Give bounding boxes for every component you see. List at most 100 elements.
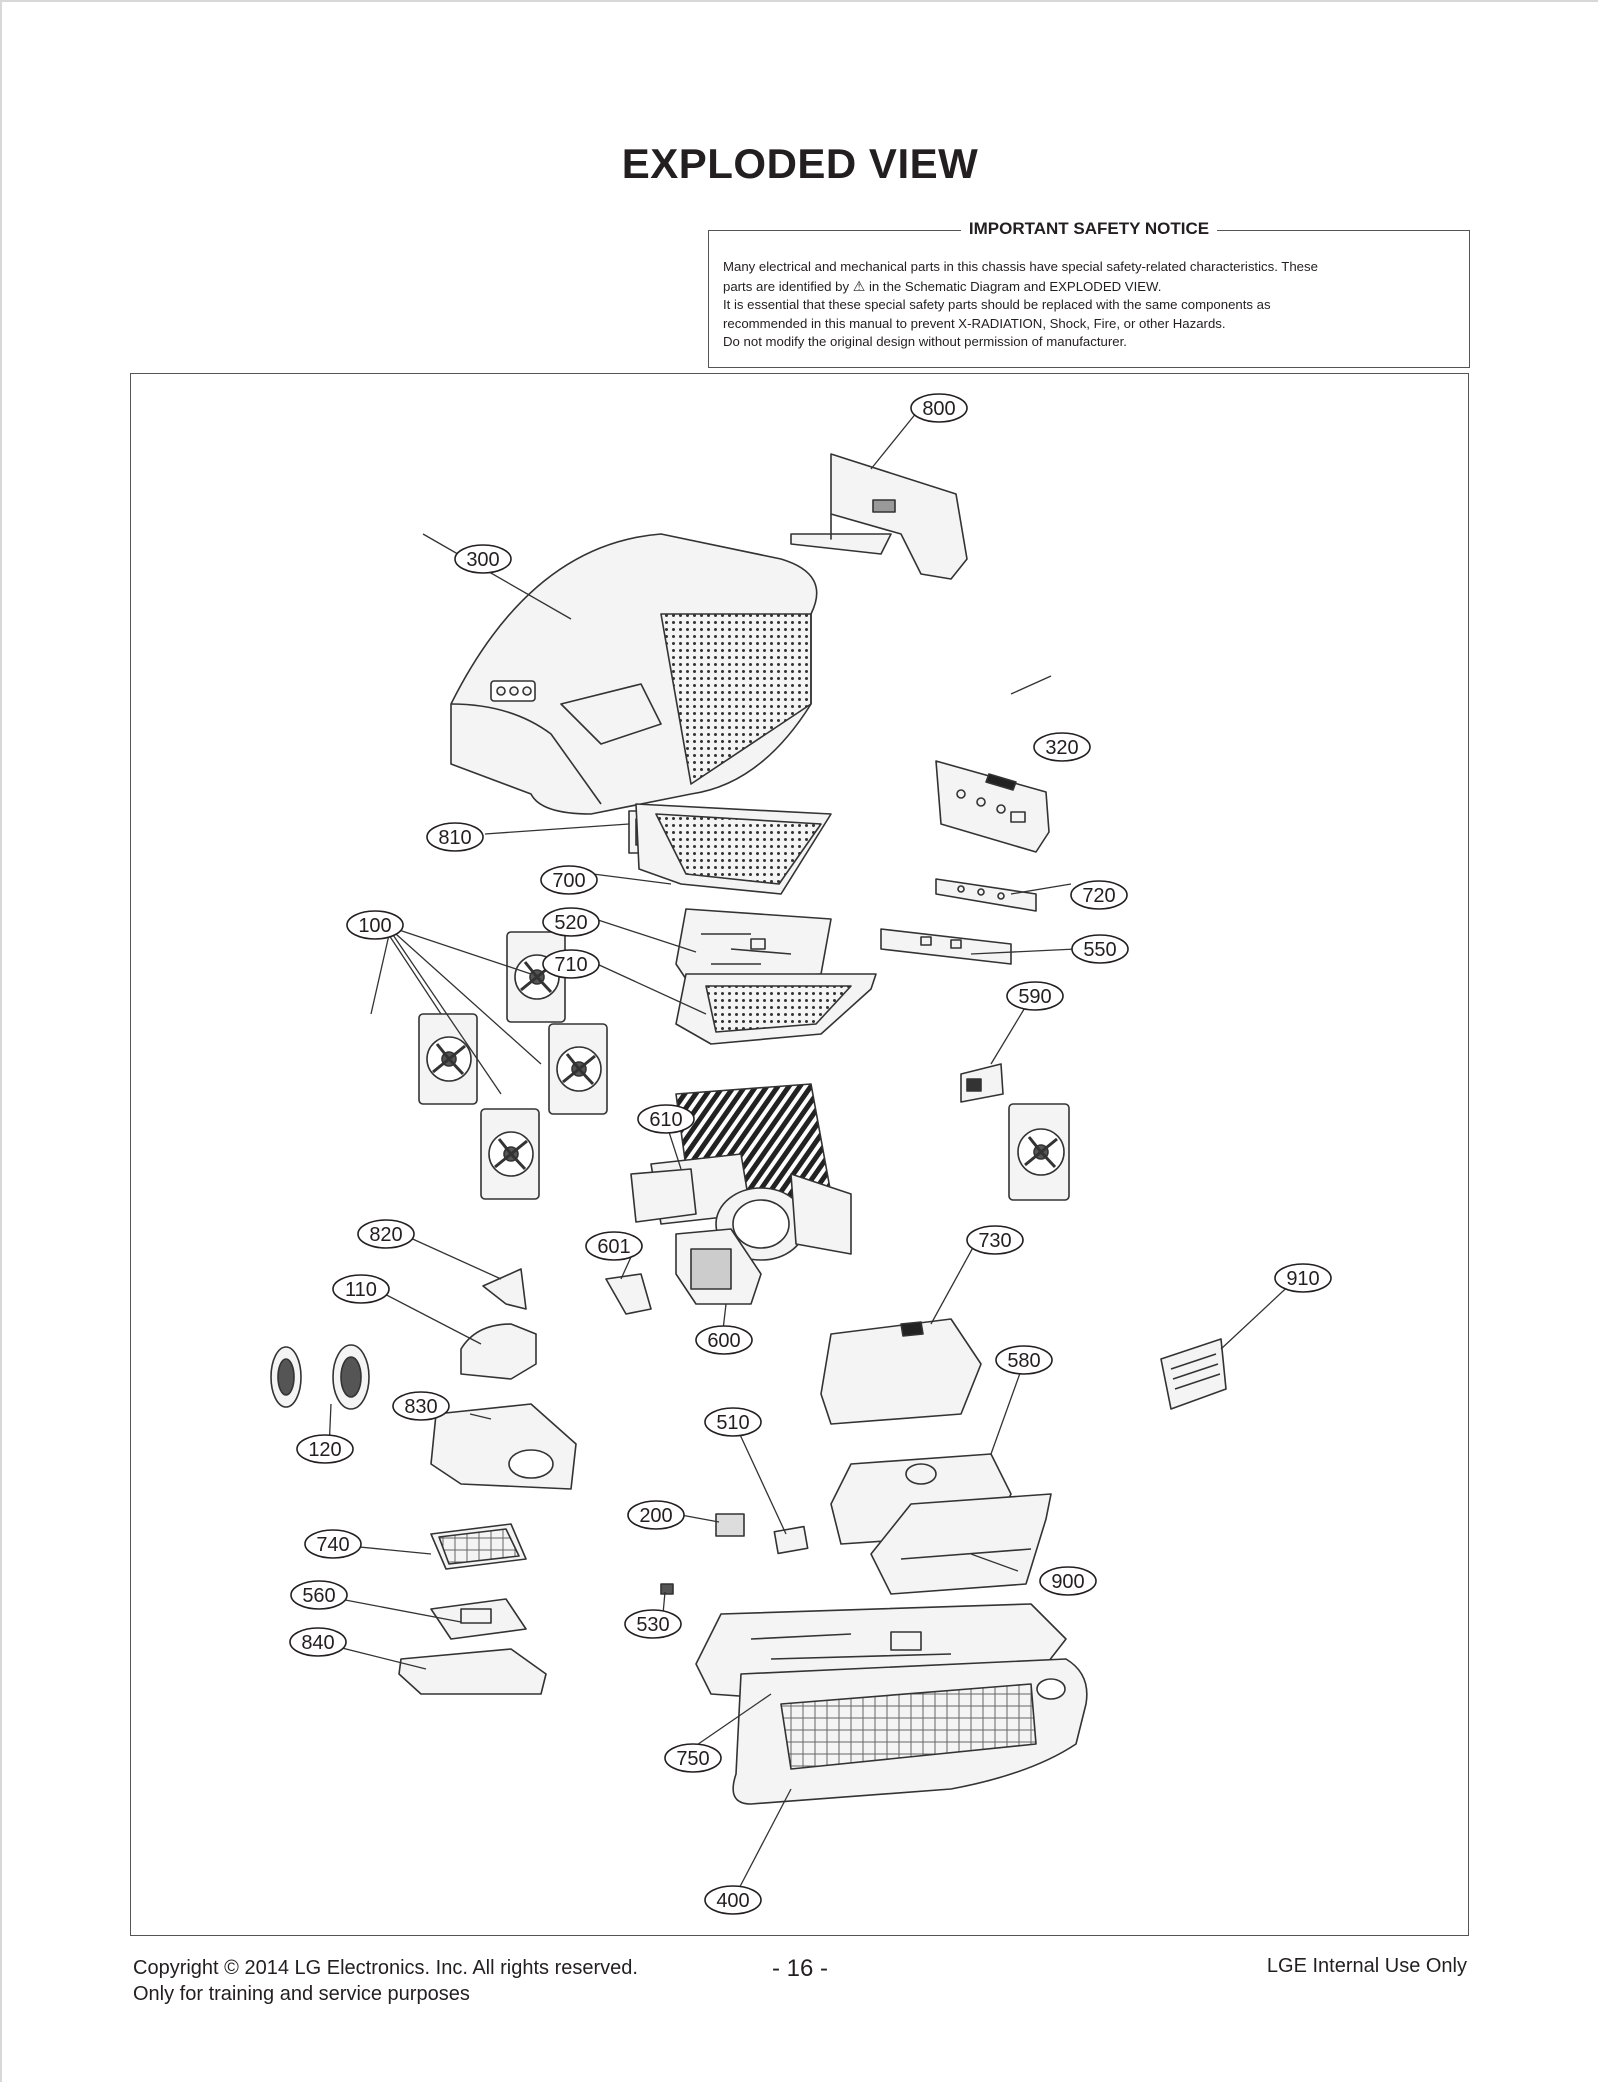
callout-label: 610 <box>649 1109 682 1131</box>
part-700-top-shield <box>635 803 832 895</box>
notice-line: parts are identified by ⚠ in the Schemat… <box>723 277 1162 294</box>
callout-750: 750 <box>664 1743 722 1773</box>
callout-100: 100 <box>346 910 404 940</box>
callout-label: 520 <box>554 912 587 934</box>
callout-group: 800 300 320 810 700 720 100 520 550 710 590 610 820 6… <box>289 393 1332 1915</box>
callout-label: 900 <box>1051 1571 1084 1593</box>
part-590-module <box>960 1063 1004 1103</box>
part-550-io-board <box>880 928 1012 965</box>
part-200-pad <box>715 1513 745 1537</box>
part-740-shield <box>430 1523 527 1570</box>
part-910-module <box>1160 1338 1227 1410</box>
callout-label: 910 <box>1286 1268 1319 1290</box>
notice-line: It is essential that these special safet… <box>723 297 1271 312</box>
callout-label: 720 <box>1082 885 1115 907</box>
part-830-duct <box>430 1403 577 1490</box>
internal-use-label: LGE Internal Use Only <box>1266 1955 1467 1977</box>
callout-label: 530 <box>636 1614 669 1636</box>
callout-label: 510 <box>716 1412 749 1434</box>
leader-lines <box>317 411 1297 1901</box>
callout-label: 320 <box>1045 737 1078 759</box>
callout-label: 601 <box>597 1236 630 1258</box>
callout-label: 840 <box>301 1632 334 1654</box>
callout-400: 400 <box>704 1885 762 1915</box>
callout-label: 580 <box>1007 1350 1040 1372</box>
callout-560: 560 <box>290 1580 348 1610</box>
callout-601: 601 <box>585 1231 643 1261</box>
callout-label: 740 <box>316 1534 349 1556</box>
part-720-io-bracket <box>935 878 1037 912</box>
page-number: - 16 - <box>771 1955 828 1982</box>
callout-900: 900 <box>1039 1566 1097 1596</box>
part-530-connector <box>660 1583 674 1595</box>
callout-730: 730 <box>966 1225 1024 1255</box>
warning-triangle-icon: ⚠ <box>852 277 866 294</box>
callout-910: 910 <box>1274 1263 1332 1293</box>
callout-830: 830 <box>392 1391 450 1421</box>
callout-label: 400 <box>716 1890 749 1912</box>
callout-label: 100 <box>358 915 391 937</box>
part-fan-right <box>1008 1103 1070 1201</box>
part-110-speaker-box <box>460 1323 537 1380</box>
callout-530: 530 <box>624 1609 682 1639</box>
callout-label: 700 <box>552 870 585 892</box>
safety-notice-box: IMPORTANT SAFETY NOTICE Many electrical … <box>708 219 1470 368</box>
training-line: Only for training and service purposes <box>133 1983 470 2005</box>
callout-710: 710 <box>542 949 600 979</box>
notice-line: Do not modify the original design withou… <box>723 334 1127 349</box>
callout-label: 200 <box>639 1505 672 1527</box>
part-320-rear-panel <box>935 760 1050 853</box>
part-820-cover <box>482 1268 527 1310</box>
callout-810: 810 <box>426 822 484 852</box>
callout-label: 600 <box>707 1330 740 1352</box>
safety-notice-title: IMPORTANT SAFETY NOTICE <box>960 219 1218 238</box>
callout-label: 710 <box>554 954 587 976</box>
callout-520: 520 <box>542 907 600 937</box>
callout-200: 200 <box>627 1500 685 1530</box>
notice-line: recommended in this manual to prevent X-… <box>723 315 1226 331</box>
callout-550: 550 <box>1071 934 1129 964</box>
callout-820: 820 <box>357 1219 415 1249</box>
part-560-board <box>430 1598 527 1640</box>
callout-label: 590 <box>1018 986 1051 1008</box>
part-510-chip <box>773 1525 809 1555</box>
part-900-shield <box>870 1493 1052 1595</box>
callout-label: 810 <box>438 827 471 849</box>
part-730-shield <box>820 1318 982 1425</box>
callout-720: 720 <box>1070 880 1128 910</box>
callout-label: 750 <box>676 1748 709 1770</box>
callout-590: 590 <box>1006 981 1064 1011</box>
callout-610: 610 <box>637 1104 695 1134</box>
part-100-fans <box>418 931 608 1200</box>
copyright-line: Copyright © 2014 LG Electronics. Inc. Al… <box>133 1957 638 1979</box>
callout-label: 820 <box>369 1224 402 1246</box>
part-710-bottom-shield <box>675 973 877 1045</box>
exploded-view-diagram: 800 300 320 810 700 720 100 520 550 710 590 610 820 6… <box>130 373 1469 1936</box>
part-520-main-board <box>675 908 832 980</box>
callout-label: 110 <box>345 1279 377 1301</box>
callout-700: 700 <box>540 865 598 895</box>
callout-740: 740 <box>304 1529 362 1559</box>
callout-label: 300 <box>466 549 499 571</box>
callout-label: 800 <box>922 398 955 420</box>
callout-110: 110 <box>332 1274 390 1304</box>
page-title: EXPLODED VIEW <box>621 140 979 187</box>
part-601-holder <box>605 1273 652 1315</box>
part-800-rear-cover <box>790 453 968 580</box>
safety-notice-body: Many electrical and mechanical parts in … <box>723 258 1455 352</box>
exploded-view-svg: 800 300 320 810 700 720 100 520 550 710 590 610 820 6… <box>270 393 1332 1915</box>
part-600-prism <box>675 1228 762 1305</box>
callout-510: 510 <box>704 1407 762 1437</box>
callout-800: 800 <box>910 393 968 423</box>
callout-580: 580 <box>995 1345 1053 1375</box>
notice-line: Many electrical and mechanical parts in … <box>723 259 1318 274</box>
callout-320: 320 <box>1033 732 1091 762</box>
callout-label: 120 <box>308 1439 341 1461</box>
part-840-bracket <box>398 1648 547 1695</box>
part-120-speakers <box>270 1344 370 1410</box>
callout-label: 730 <box>978 1230 1011 1252</box>
callout-840: 840 <box>289 1627 347 1657</box>
callout-120: 120 <box>296 1434 354 1464</box>
callout-label: 550 <box>1083 939 1116 961</box>
